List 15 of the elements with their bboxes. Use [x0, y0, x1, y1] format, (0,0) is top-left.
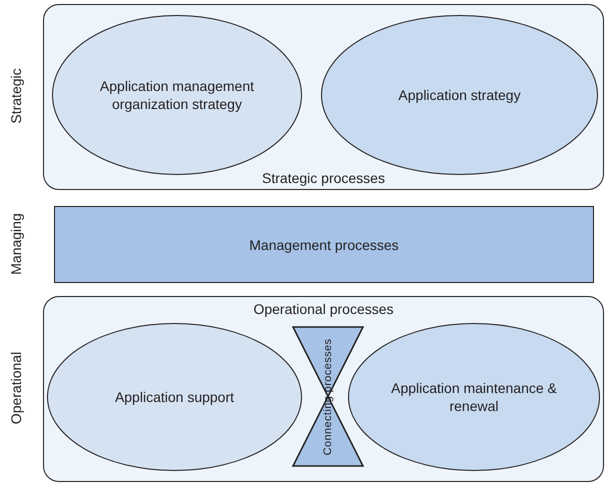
row-label: Strategic — [8, 68, 24, 124]
process-label: Application management organization strategy — [98, 77, 256, 113]
band-title: Strategic processes — [261, 169, 386, 187]
row-label: Managing — [8, 213, 24, 275]
process-label: Connecting processes — [321, 338, 335, 455]
hourglass-shape — [292, 326, 364, 467]
row-label: Operational — [8, 352, 24, 424]
process-label: Application strategy — [397, 86, 522, 104]
process-box — [54, 206, 594, 283]
process-band — [43, 296, 604, 482]
process-label: Management processes — [248, 236, 400, 254]
process-label: Application maintenance & renewal — [390, 379, 558, 415]
process-band — [43, 4, 604, 190]
band-title: Operational processes — [252, 300, 395, 318]
process-label: Application support — [114, 388, 236, 406]
